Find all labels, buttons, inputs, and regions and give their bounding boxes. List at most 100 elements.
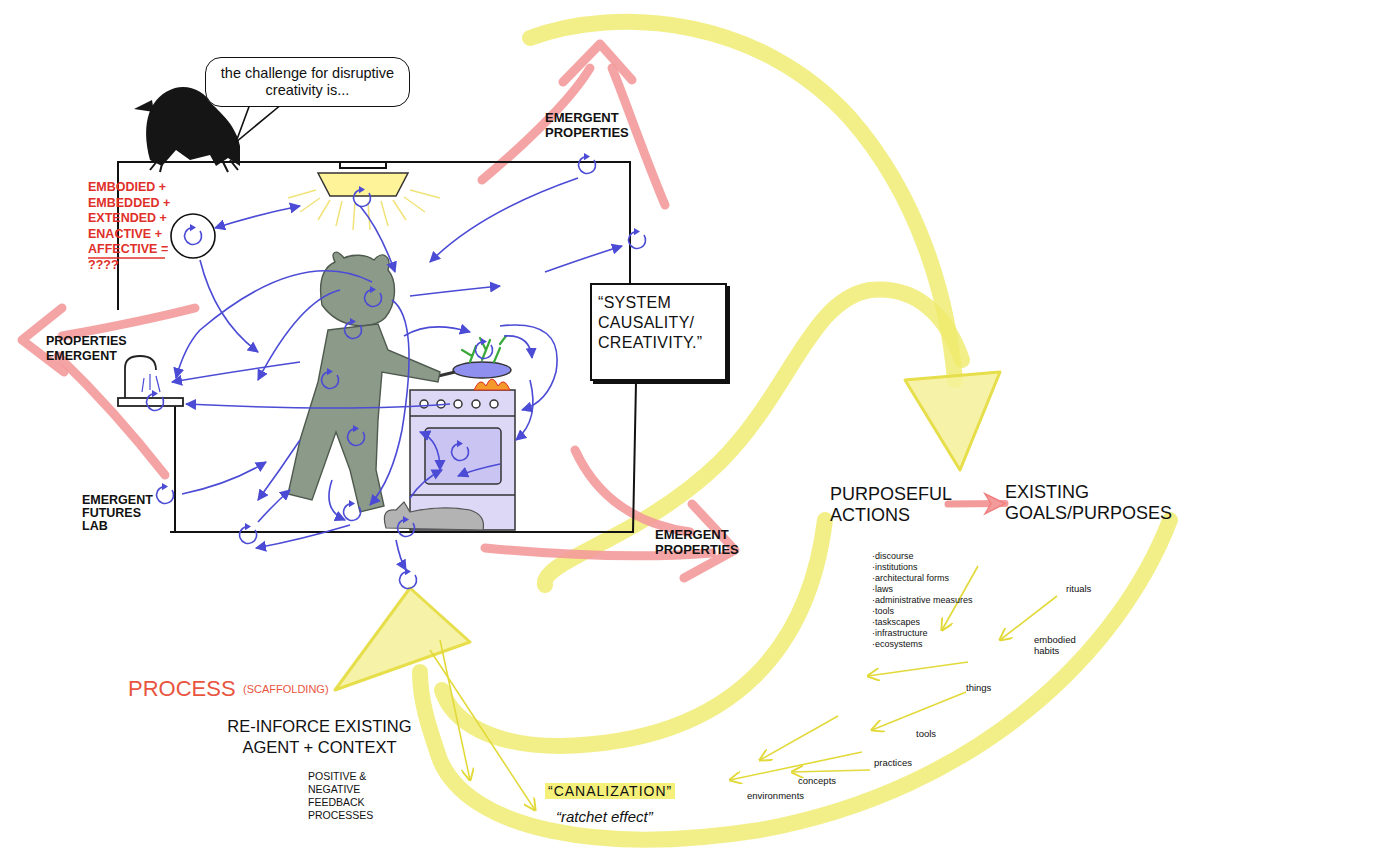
process-note: RE-INFORCE EXISTING AGENT + CONTEXT <box>227 717 411 756</box>
yellow-leader <box>440 640 470 780</box>
feedback-note: POSITIVE & NEGATIVE FEEDBACK PROCESSES <box>308 770 373 821</box>
yellow-leader <box>430 566 1057 810</box>
concept-term: “CANALIZATION” <box>545 783 675 799</box>
emergent-label: PROPERTIES EMERGENT <box>46 334 128 364</box>
list-item: ·discourse <box>872 551 1002 562</box>
bubble-tail <box>236 104 282 142</box>
process-subheading: (SCAFFOLDING) <box>243 682 333 696</box>
lamp <box>404 197 425 212</box>
yellow-leader <box>1000 596 1057 640</box>
yellow-band <box>420 520 1170 839</box>
lamp <box>393 200 406 220</box>
causal-arrow <box>172 362 300 382</box>
concept-term: “ratchet effect” <box>556 808 726 826</box>
list-item: ·architectural forms <box>872 573 949 583</box>
list-item: ·architectural forms <box>872 573 1002 584</box>
scaffold-item: embodied habits <box>1034 634 1076 656</box>
feedback-note: POSITIVE & NEGATIVE FEEDBACK PROCESSES <box>308 770 384 822</box>
list-item: ·ecosystems <box>872 639 923 649</box>
kitchen-frame <box>118 162 636 532</box>
feedback-loop <box>348 425 365 445</box>
sink <box>142 374 160 392</box>
causal-arrow <box>458 464 500 476</box>
causal-arrow <box>504 336 532 358</box>
causal-arrow <box>182 462 266 494</box>
node-text: PURPOSEFUL ACTIONS <box>830 484 948 525</box>
process-heading: PROCESS <box>128 676 236 701</box>
stove <box>420 400 428 408</box>
yellow-band <box>442 520 825 746</box>
equation-note: EMBODIED + EMBEDDED + EXTENDED + ENACTIV… <box>88 180 183 273</box>
list-item: ·laws <box>872 584 893 594</box>
pan <box>474 379 510 390</box>
causal-arrow <box>258 440 300 500</box>
list-item: ·institutions <box>872 562 918 572</box>
causal-arrow <box>200 260 258 352</box>
scaffold-item: rituals <box>1066 583 1126 594</box>
causal-arrow <box>410 286 500 296</box>
causal-arrow <box>370 300 409 505</box>
list-item: ·infrastructure <box>872 628 928 638</box>
yellow-arrowhead-shape <box>335 588 470 690</box>
lamp <box>288 190 316 198</box>
scaffold-item: rituals <box>1066 583 1091 594</box>
list-item: ·taskscapes <box>872 617 920 627</box>
emergence-arrow <box>62 308 195 336</box>
causal-arrow <box>430 178 578 262</box>
stove <box>472 400 480 408</box>
scaffold-item: tools <box>916 728 936 739</box>
stove <box>454 400 462 408</box>
lamp <box>318 173 408 196</box>
list-item: ·taskscapes <box>872 617 1002 628</box>
causal-arrow <box>258 490 290 522</box>
kitchen-frame <box>170 382 636 532</box>
pan <box>430 336 511 390</box>
yellow-leader <box>792 770 870 772</box>
feedback-loop <box>344 500 361 520</box>
process-subheading: (SCAFFOLDING) <box>243 683 329 695</box>
scaffold-item: things <box>966 682 1016 693</box>
feedback-loop <box>452 440 469 460</box>
feedback-loop <box>322 368 339 388</box>
list-item: ·tools <box>872 606 894 616</box>
feedback-loop <box>400 568 417 588</box>
lamp <box>336 201 342 226</box>
stage-label: EXISTING GOALS/PURPOSES <box>1005 482 1187 523</box>
feedback-loop <box>157 483 174 503</box>
sink <box>125 356 156 398</box>
causal-arrow <box>420 432 440 470</box>
scaffold-item: practices <box>874 757 912 768</box>
lab-logo: EMERGENT FUTURES LAB <box>82 494 158 533</box>
scaffold-item: things <box>966 682 991 693</box>
yellow-arrowhead-shape <box>905 372 1000 470</box>
kitchen-frame <box>174 405 176 532</box>
concept-term: “ratchet effect” <box>556 808 653 825</box>
emergence-arrow <box>58 356 165 475</box>
feedback-loop <box>476 338 493 358</box>
emergent-label: EMERGENT PROPERTIES <box>655 527 739 557</box>
list-item: ·discourse <box>872 551 914 561</box>
emergent-label: EMERGENT PROPERTIES <box>545 110 627 140</box>
list-item: ·laws <box>872 584 1002 595</box>
emergence-connector <box>948 500 1005 508</box>
yellow-leader <box>430 650 535 810</box>
emergent-label: EMERGENT PROPERTIES <box>545 110 629 140</box>
scaffold-item: concepts <box>798 775 858 786</box>
crow <box>150 160 238 172</box>
stove <box>490 400 498 408</box>
feedback-loop <box>398 516 415 536</box>
pan <box>453 362 511 378</box>
feedback-loop <box>147 390 164 410</box>
list-item: ·infrastructure <box>872 628 1002 639</box>
causal-arrow <box>176 271 372 378</box>
feedback-loop <box>345 318 362 338</box>
scaffold-item: tools <box>916 728 966 739</box>
lamp <box>288 173 440 230</box>
causal-arrow <box>172 178 622 570</box>
emergence-arrow <box>563 44 632 82</box>
node-text: “SYSTEM CAUSALITY/ CREATIVITY.” <box>598 293 719 353</box>
feedback-loop <box>579 153 596 173</box>
